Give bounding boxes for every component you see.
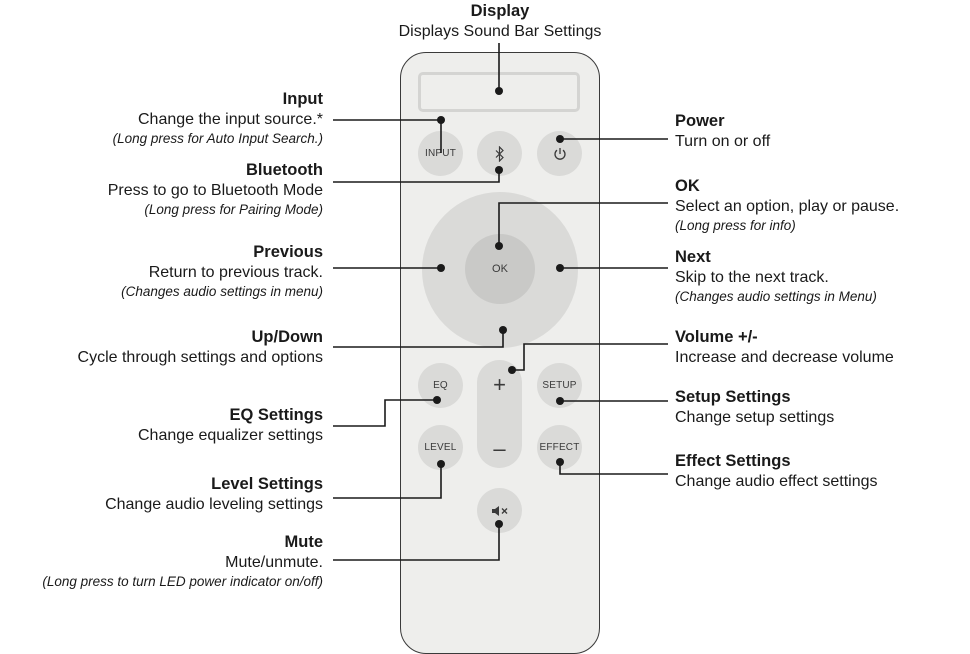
previous-note: (Changes audio settings in menu) <box>121 284 323 299</box>
volume-callout: Volume +/- Increase and decrease volume <box>675 327 894 368</box>
ok-button-label: OK <box>492 263 508 275</box>
ok-callout: OK Select an option, play or pause. (Lon… <box>675 176 899 234</box>
power-desc: Turn on or off <box>675 133 771 150</box>
bluetooth-desc: Press to go to Bluetooth Mode <box>107 182 323 199</box>
eq-callout: EQ Settings Change equalizer settings <box>138 405 323 446</box>
bluetooth-icon <box>495 145 504 162</box>
bluetooth-note: (Long press for Pairing Mode) <box>144 202 323 217</box>
eq-button-label: EQ <box>433 380 448 391</box>
input-desc: Change the input source.* <box>137 111 323 128</box>
power-icon <box>553 147 566 160</box>
setup-desc: Change setup settings <box>675 409 835 426</box>
input-note: (Long press for Auto Input Search.) <box>112 131 323 146</box>
effect-button-label: EFFECT <box>539 442 580 453</box>
input-button-label: INPUT <box>425 148 456 159</box>
volume-down-button[interactable]: – <box>493 436 506 461</box>
bluetooth-title: Bluetooth <box>246 161 323 179</box>
volume-up-button[interactable]: + <box>493 372 506 397</box>
mute-desc: Mute/unmute. <box>225 554 323 571</box>
updown-title: Up/Down <box>251 328 324 346</box>
input-callout: Input Change the input source.* (Long pr… <box>113 89 323 147</box>
next-title: Next <box>675 248 711 266</box>
level-title: Level Settings <box>211 475 323 493</box>
previous-desc: Return to previous track. <box>148 264 323 281</box>
previous-callout: Previous Return to previous track. (Chan… <box>121 242 323 300</box>
eq-desc: Change equalizer settings <box>137 427 323 444</box>
volume-rocker[interactable] <box>477 360 522 468</box>
setup-button-label: SETUP <box>542 380 577 391</box>
display-callout: Display Displays Sound Bar Settings <box>380 1 620 42</box>
display-title: Display <box>470 2 530 20</box>
effect-callout: Effect Settings Change audio effect sett… <box>675 451 878 492</box>
mute-callout: Mute Mute/unmute. (Long press to turn LE… <box>42 532 323 590</box>
bluetooth-callout: Bluetooth Press to go to Bluetooth Mode … <box>108 160 323 218</box>
volume-title: Volume +/- <box>675 328 758 346</box>
level-button-label: LEVEL <box>424 442 457 453</box>
next-desc: Skip to the next track. <box>675 269 829 286</box>
mute-icon <box>491 505 507 516</box>
leader-lines <box>333 43 668 561</box>
setup-callout: Setup Settings Change setup settings <box>675 387 834 428</box>
power-title: Power <box>675 112 725 130</box>
effect-desc: Change audio effect settings <box>675 473 878 490</box>
input-title: Input <box>282 90 323 108</box>
previous-title: Previous <box>253 243 323 261</box>
updown-callout: Up/Down Cycle through settings and optio… <box>78 327 323 368</box>
volume-desc: Increase and decrease volume <box>675 349 894 366</box>
mute-note: (Long press to turn LED power indicator … <box>42 574 323 589</box>
level-desc: Change audio leveling settings <box>105 496 323 513</box>
level-callout: Level Settings Change audio leveling set… <box>105 474 323 515</box>
ok-title: OK <box>675 177 700 195</box>
effect-title: Effect Settings <box>675 452 791 470</box>
mute-title: Mute <box>284 533 324 551</box>
power-callout: Power Turn on or off <box>675 111 770 152</box>
updown-desc: Cycle through settings and options <box>77 349 323 366</box>
ok-note: (Long press for info) <box>675 218 796 233</box>
display-desc: Displays Sound Bar Settings <box>398 23 602 40</box>
eq-title: EQ Settings <box>229 406 323 424</box>
next-callout: Next Skip to the next track. (Changes au… <box>675 247 877 305</box>
ok-desc: Select an option, play or pause. <box>675 198 900 215</box>
setup-title: Setup Settings <box>675 388 791 406</box>
next-note: (Changes audio settings in Menu) <box>675 289 877 304</box>
